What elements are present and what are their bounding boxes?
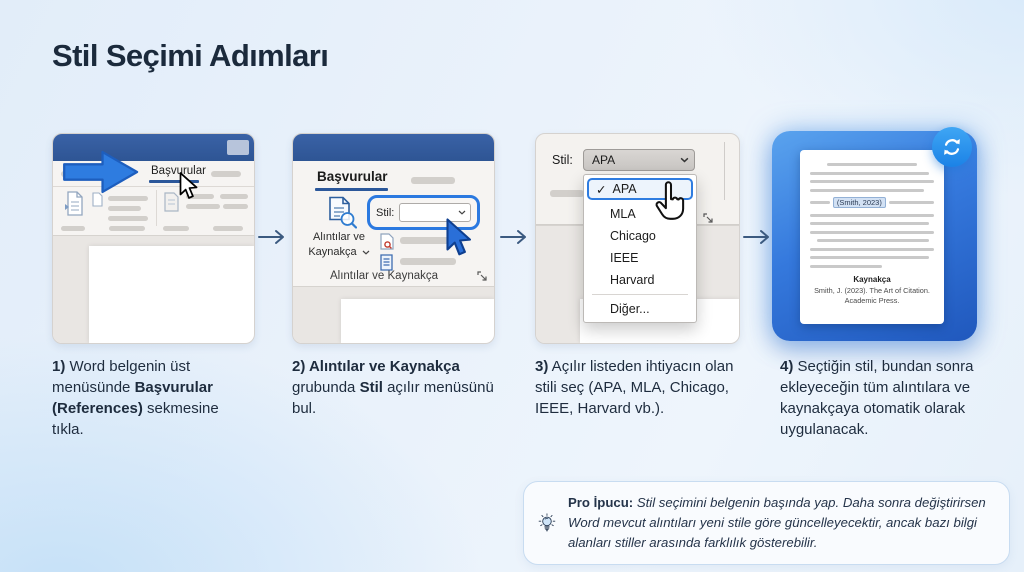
- step2-caption: 2) Alıntılar ve Kaynakça grubunda Stil a…: [292, 358, 494, 417]
- chevron-down-icon: [362, 250, 370, 255]
- hand-cursor-icon: [655, 181, 685, 220]
- page-title: Stil Seçimi Adımları: [52, 38, 329, 73]
- tab-underline: [315, 188, 388, 191]
- document-page: [341, 299, 494, 343]
- lightbulb-icon: [538, 513, 556, 532]
- menu-item-harvard: Harvard: [610, 273, 655, 287]
- style-label: Stil:: [552, 153, 573, 167]
- insert-citation-icon: [329, 196, 357, 229]
- group-label: Alıntılar ve Kaynakça: [329, 270, 439, 282]
- manage-sources-icon: [380, 233, 394, 250]
- step3-ribbon-zoom: Stil: APA ✓ APA MLA Chicago IEEE: [535, 133, 740, 344]
- style-label: Stil:: [376, 206, 395, 219]
- document-area: [53, 235, 254, 343]
- bibliography-title: Kaynakça: [853, 274, 891, 284]
- step3-caption: 3) Açılır listeden ihtiyacın olan stili …: [535, 358, 734, 417]
- dialog-launcher-icon: [703, 213, 713, 223]
- tab-underline: [149, 180, 199, 183]
- doc-icon: [164, 192, 179, 212]
- style-selected-value: APA: [592, 153, 616, 167]
- refresh-badge: [932, 127, 972, 167]
- flow-arrow-icon: [258, 230, 284, 244]
- menu-separator: [592, 294, 688, 295]
- mouse-cursor-blue-icon: [446, 218, 472, 256]
- checkmark-icon: ✓: [596, 182, 607, 197]
- window-titlebar: [53, 134, 254, 161]
- style-combobox: [399, 203, 471, 222]
- step4-caption: 4) Seçtiğin stil, bundan sonra ekleyeceğ…: [780, 358, 974, 438]
- tab-placeholder: [211, 171, 241, 177]
- menu-item-ieee: IEEE: [610, 251, 639, 265]
- menu-item-mla: MLA: [610, 207, 636, 221]
- bibliography-entry: Smith, J. (2023). The Art of Citation. A…: [814, 285, 930, 305]
- highlight-arrow-icon: [63, 150, 139, 194]
- chevron-down-icon: [680, 157, 688, 163]
- refresh-icon: [944, 139, 960, 155]
- references-tab: Başvurular: [151, 165, 206, 177]
- step1-caption: 1) Word belgenin üst menüsünde Başvurula…: [52, 358, 219, 438]
- bibliography-icon: [380, 254, 393, 271]
- flow-arrow-icon: [500, 230, 526, 244]
- citation-chip: (Smith, 2023): [832, 197, 886, 208]
- pro-tip-text: Pro İpucu: Stil seçimini belgenin başınd…: [567, 495, 986, 550]
- doc-icon: [92, 192, 103, 207]
- chevron-down-icon: [458, 210, 466, 215]
- mouse-cursor-icon: [179, 172, 198, 199]
- menu-item-other: Diğer...: [610, 302, 650, 316]
- dialog-launcher-icon: [477, 271, 487, 281]
- window-control: [227, 140, 249, 155]
- result-document: (Smith, 2023) Kaynakça Smith, J. (2023).…: [800, 150, 944, 324]
- style-combobox: APA: [583, 149, 695, 171]
- flow-arrow-icon: [743, 230, 769, 244]
- menu-item-chicago: Chicago: [610, 229, 656, 243]
- document-page: [89, 246, 254, 343]
- step1-word-window: Başvurular: [52, 133, 255, 344]
- citations-group-button: Alıntılar ve Kaynakça: [299, 230, 379, 260]
- citation-row: (Smith, 2023): [810, 197, 934, 208]
- step4-result-frame: (Smith, 2023) Kaynakça Smith, J. (2023).…: [772, 127, 977, 341]
- document-area: [293, 286, 494, 343]
- toc-doc-icon: [65, 191, 83, 216]
- step2-word-window: Başvurular Alıntılar ve Kaynakça Stil:: [292, 133, 495, 344]
- style-dropdown-highlight: Stil:: [367, 195, 480, 230]
- references-tab: Başvurular: [317, 169, 388, 184]
- window-titlebar: [293, 134, 494, 161]
- pro-tip-box: Pro İpucu: Stil seçimini belgenin başınd…: [523, 481, 1010, 565]
